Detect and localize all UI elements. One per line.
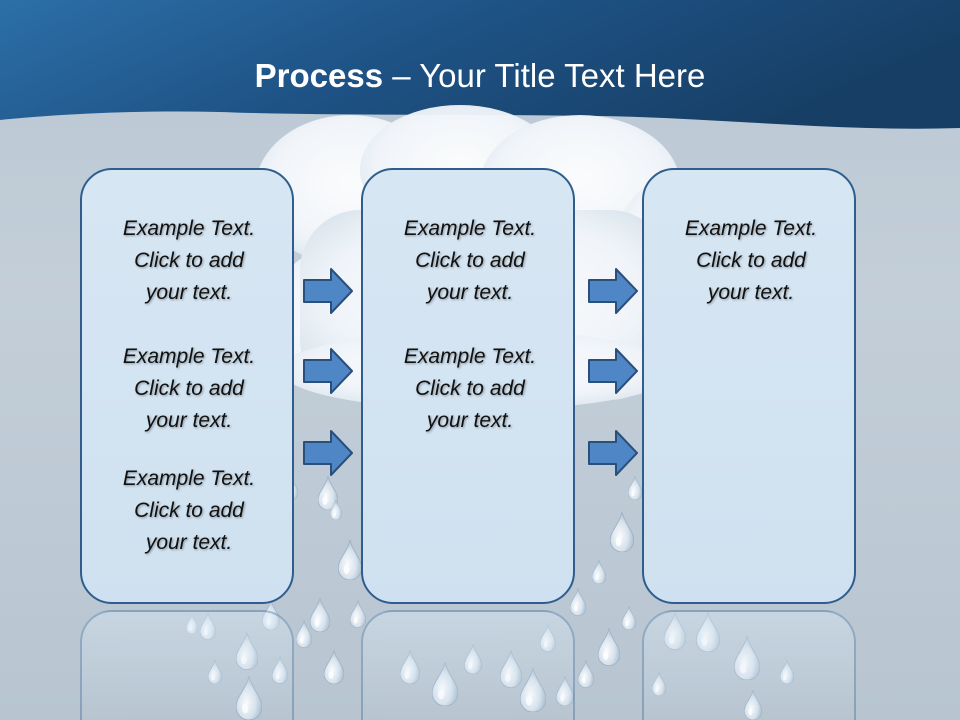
title-bold: Process [254, 57, 384, 94]
text-placeholder[interactable]: Example Text. Click to add your text. [644, 213, 858, 309]
text-line: Example Text. [403, 345, 537, 368]
text-line: Click to add [134, 499, 244, 522]
text-line: Click to add [134, 249, 244, 272]
arrow-right-icon[interactable] [588, 348, 638, 394]
text-placeholder[interactable]: Example Text. Click to add your text. [363, 341, 577, 437]
text-line: Click to add [134, 377, 244, 400]
text-line: your text. [707, 281, 795, 304]
process-box-1[interactable]: Example Text. Click to add your text. Ex… [80, 168, 294, 604]
text-placeholder[interactable]: Example Text. Click to add your text. [82, 341, 296, 437]
text-line: Example Text. [684, 217, 818, 240]
process-box-3[interactable]: Example Text. Click to add your text. [642, 168, 856, 604]
process-box-2[interactable]: Example Text. Click to add your text. Ex… [361, 168, 575, 604]
text-line: your text. [426, 409, 514, 432]
text-placeholder[interactable]: Example Text. Click to add your text. [82, 213, 296, 309]
text-placeholder[interactable]: Example Text. Click to add your text. [82, 463, 296, 559]
box-reflection [642, 610, 856, 720]
box-reflection [80, 610, 294, 720]
text-line: your text. [145, 281, 233, 304]
arrow-right-icon[interactable] [303, 268, 353, 314]
text-line: Click to add [415, 377, 525, 400]
text-line: your text. [426, 281, 514, 304]
text-line: Example Text. [122, 467, 256, 490]
text-line: Example Text. [403, 217, 537, 240]
text-line: your text. [145, 409, 233, 432]
arrow-right-icon[interactable] [303, 348, 353, 394]
title-rest: – Your Title Text Here [383, 57, 706, 94]
text-line: Example Text. [122, 217, 256, 240]
arrow-right-icon[interactable] [303, 430, 353, 476]
text-line: your text. [145, 531, 233, 554]
text-line: Example Text. [122, 345, 256, 368]
text-line: Click to add [415, 249, 525, 272]
header-wave [0, 0, 960, 129]
box-reflection [361, 610, 575, 720]
page-title[interactable]: Process – Your Title Text Here [0, 54, 960, 98]
arrow-right-icon[interactable] [588, 430, 638, 476]
text-line: Click to add [696, 249, 806, 272]
arrow-right-icon[interactable] [588, 268, 638, 314]
text-placeholder[interactable]: Example Text. Click to add your text. [363, 213, 577, 309]
